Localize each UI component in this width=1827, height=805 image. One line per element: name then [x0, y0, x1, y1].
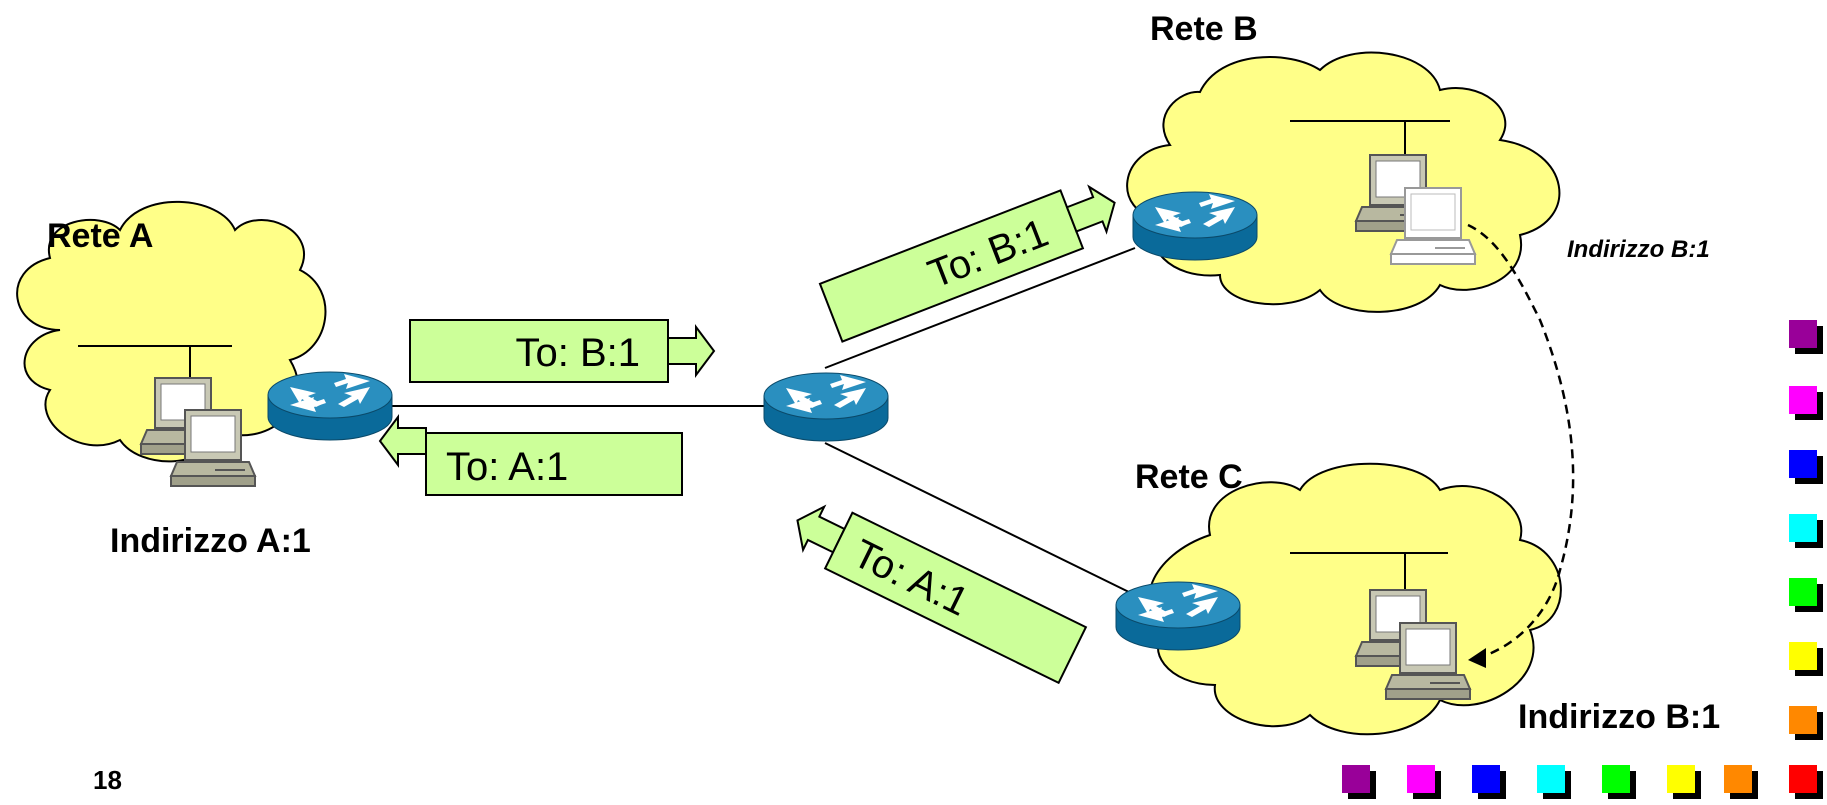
packet-core-to-a: To: A:1	[378, 414, 683, 496]
decorative-square	[1789, 642, 1817, 670]
router-icon	[763, 372, 889, 442]
page-number: 18	[93, 765, 122, 795]
address-a-label: Indirizzo A:1	[110, 522, 311, 560]
migration-dashed-arrow	[1467, 223, 1575, 668]
rete-b-title: Rete B	[1150, 10, 1258, 48]
decorative-square	[1789, 514, 1817, 542]
decorative-square	[1789, 765, 1817, 793]
router-icon	[1132, 191, 1258, 261]
router-icon	[1115, 581, 1241, 651]
decorative-square	[1789, 578, 1817, 606]
decorative-square	[1789, 450, 1817, 478]
decorative-square	[1667, 765, 1695, 793]
decorative-square	[1537, 765, 1565, 793]
link-lines	[390, 247, 1136, 596]
router-icon	[267, 371, 393, 441]
decorative-square	[1789, 386, 1817, 414]
lan-bus-a	[78, 345, 232, 378]
rete-a-title: Rete A	[47, 217, 154, 255]
cloud-rete-a	[16, 200, 327, 463]
decorative-squares	[1342, 320, 1823, 799]
decorative-square	[1472, 765, 1500, 793]
link-core-b	[824, 247, 1136, 369]
packet-a-to-core: To: B:1	[409, 319, 716, 383]
cloud-rete-b	[1126, 51, 1561, 313]
rete-c-title: Rete C	[1135, 458, 1243, 496]
packet-a-to-core-label: To: B:1	[515, 331, 640, 375]
decorative-square	[1407, 765, 1435, 793]
decorative-square	[1789, 706, 1817, 734]
decorative-square	[1789, 320, 1817, 348]
link-core-c	[824, 442, 1136, 596]
cloud-rete-c	[1148, 462, 1562, 736]
packet-core-to-b: To: B:1	[818, 184, 1116, 343]
lan-bus-c	[1290, 552, 1448, 590]
address-c-label: Indirizzo B:1	[1518, 698, 1721, 736]
decorative-square	[1342, 765, 1370, 793]
packet-c-to-core: To: A:1	[796, 504, 1088, 685]
lan-bus-b	[1290, 120, 1450, 155]
address-b-label: Indirizzo B:1	[1567, 236, 1710, 263]
decorative-square	[1724, 765, 1752, 793]
decorative-square	[1602, 765, 1630, 793]
packet-core-to-a-label: To: A:1	[446, 445, 568, 489]
